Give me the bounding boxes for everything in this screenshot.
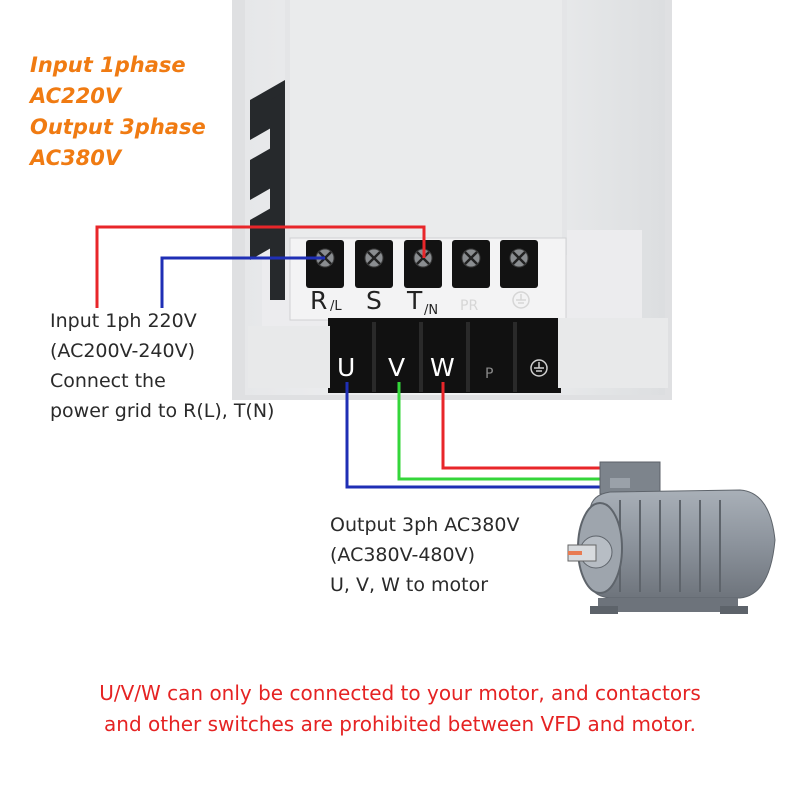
terminal-label-t-sub: /N: [424, 303, 439, 318]
output-note-line: U, V, W to motor: [330, 574, 489, 596]
vfd-housing: [232, 0, 672, 400]
heatsink-fins: [250, 80, 285, 300]
heading-line-input-phase: Input 1phase: [30, 53, 186, 77]
terminal-label-w: W: [430, 353, 455, 382]
bottom-terminal-block: [372, 322, 517, 392]
terminal-label-r-sub: /L: [330, 299, 342, 314]
terminal-label-t: T: [407, 286, 423, 315]
spec-heading: Input 1phase AC220V Output 3phase AC380V: [30, 50, 206, 174]
output-note-line: (AC380V-480V): [330, 544, 476, 566]
input-note-line: (AC200V-240V): [50, 340, 196, 362]
terminal-label-v: V: [388, 353, 406, 382]
input-note-line: Input 1ph 220V: [50, 310, 197, 332]
heading-line-output-phase: Output 3phase: [30, 115, 206, 139]
wire-red-input: [95, 225, 426, 308]
input-note-line: Connect the: [50, 370, 166, 392]
input-note-line: power grid to R(L), T(N): [50, 400, 275, 422]
wire-red-output: [441, 382, 600, 470]
wire-blue-input: [160, 256, 325, 308]
motor-icon: [567, 461, 776, 614]
heading-line-input-voltage: AC220V: [30, 84, 122, 108]
terminal-label-s: S: [366, 286, 382, 315]
wires: [95, 225, 600, 489]
output-note: Output 3ph AC380V (AC380V-480V) U, V, W …: [330, 510, 519, 600]
ground-icon: [512, 291, 530, 309]
ground-icon: [530, 359, 548, 377]
terminal-label-p: P: [485, 366, 494, 382]
wire-green-output: [397, 382, 600, 481]
input-note: Input 1ph 220V (AC200V-240V) Connect the…: [50, 306, 274, 426]
output-note-line: Output 3ph AC380V: [330, 514, 520, 536]
terminal-label-pr: PR: [460, 298, 479, 314]
top-terminal-block: [306, 240, 538, 288]
warning-note: U/V/W can only be connected to your moto…: [0, 678, 800, 740]
terminal-label-u: U: [337, 353, 356, 382]
warning-line: U/V/W can only be connected to your moto…: [99, 681, 701, 705]
warning-line: and other switches are prohibited betwee…: [104, 712, 696, 736]
wire-blue-output: [345, 382, 600, 489]
heading-line-output-voltage: AC380V: [30, 146, 122, 170]
terminal-label-r: R: [310, 286, 328, 315]
